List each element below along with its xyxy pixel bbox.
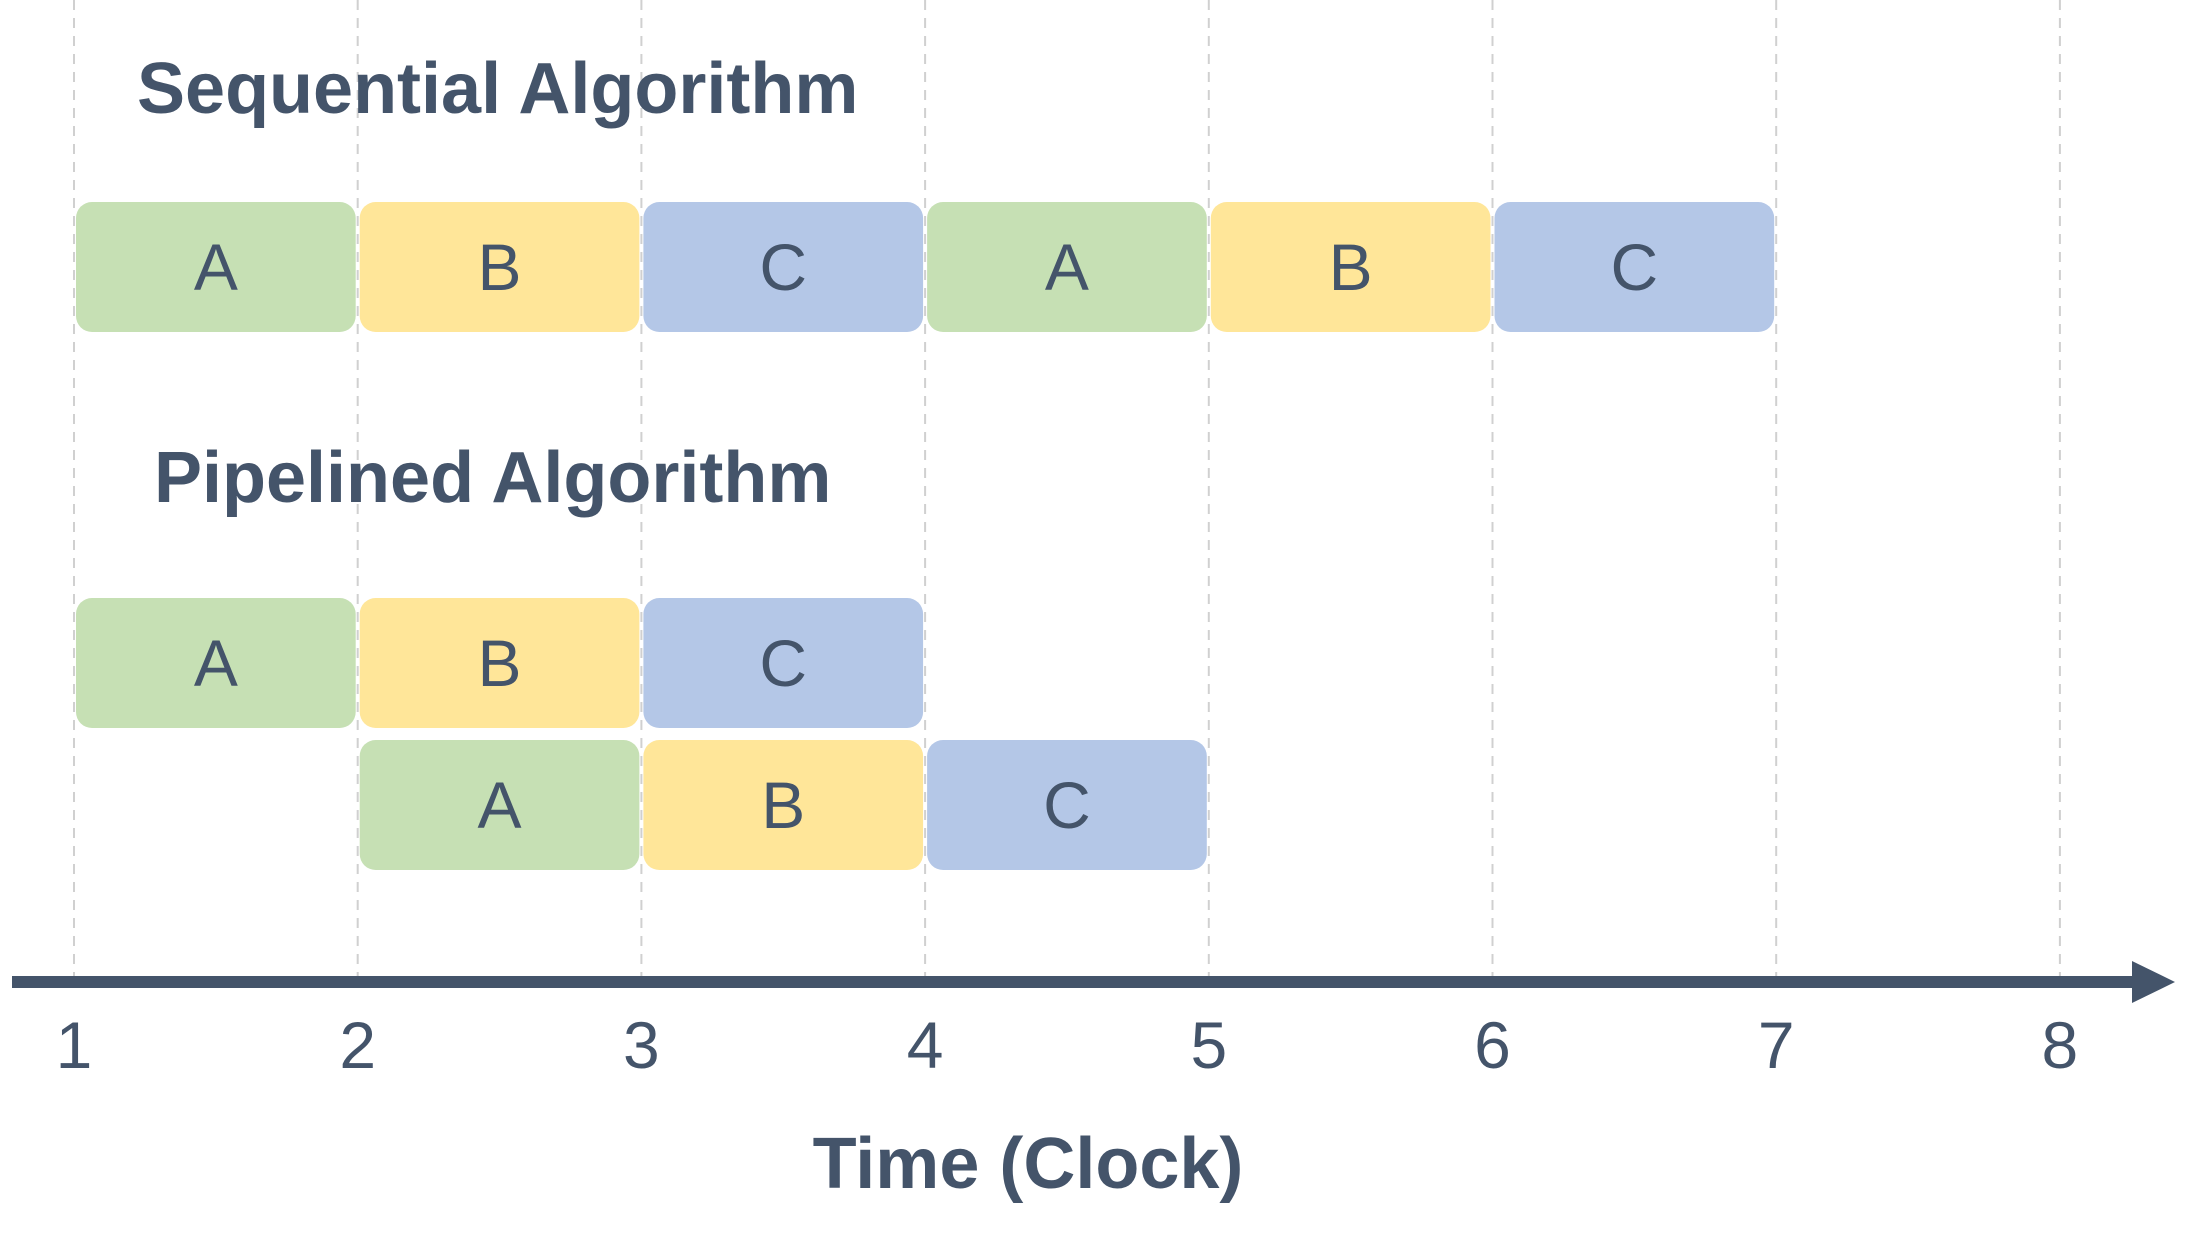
stage-block-c (1494, 202, 1775, 332)
tick-label-5: 5 (1190, 1008, 1227, 1082)
stage-block-a (359, 740, 640, 870)
stage-block-c (643, 202, 924, 332)
tick-label-7: 7 (1758, 1008, 1795, 1082)
stage-label-a: A (1045, 230, 1089, 304)
stage-label-c: C (1611, 230, 1659, 304)
stage-block-a (927, 202, 1207, 332)
stage-block-b (359, 598, 640, 728)
stage-label-b: B (478, 230, 522, 304)
stage-label-b: B (478, 626, 522, 700)
axis-arrow-icon (2132, 961, 2175, 1003)
time-gridlines (73, 0, 2061, 976)
stage-label-b: B (1329, 230, 1373, 304)
tick-label-4: 4 (907, 1008, 944, 1082)
stage-label-a: A (478, 768, 522, 842)
stage-block-b (359, 202, 640, 332)
axis-label: Time (Clock) (813, 1124, 1244, 1204)
stage-label-c: C (759, 626, 807, 700)
tick-label-6: 6 (1474, 1008, 1511, 1082)
tick-label-1: 1 (56, 1008, 93, 1082)
stage-label-b: B (761, 768, 805, 842)
pipelined-row-2: A B C (359, 740, 1207, 870)
stage-label-c: C (1043, 768, 1091, 842)
sequential-title: Sequential Algorithm (137, 49, 858, 129)
stage-label-a: A (194, 626, 238, 700)
stage-block-b (643, 740, 924, 870)
tick-label-2: 2 (339, 1008, 376, 1082)
tick-label-3: 3 (623, 1008, 660, 1082)
stage-block-a (76, 202, 356, 332)
stage-block-b (1210, 202, 1491, 332)
stage-block-a (76, 598, 356, 728)
time-axis-ticks: 1 2 3 4 5 6 7 8 (56, 1008, 2079, 1082)
stage-block-c (927, 740, 1207, 870)
pipelined-title: Pipelined Algorithm (154, 438, 831, 518)
pipelined-row-1: A B C (76, 598, 924, 728)
stage-block-c (643, 598, 924, 728)
stage-label-a: A (194, 230, 238, 304)
tick-label-8: 8 (2042, 1008, 2079, 1082)
stage-label-c: C (759, 230, 807, 304)
time-axis (12, 961, 2175, 1003)
